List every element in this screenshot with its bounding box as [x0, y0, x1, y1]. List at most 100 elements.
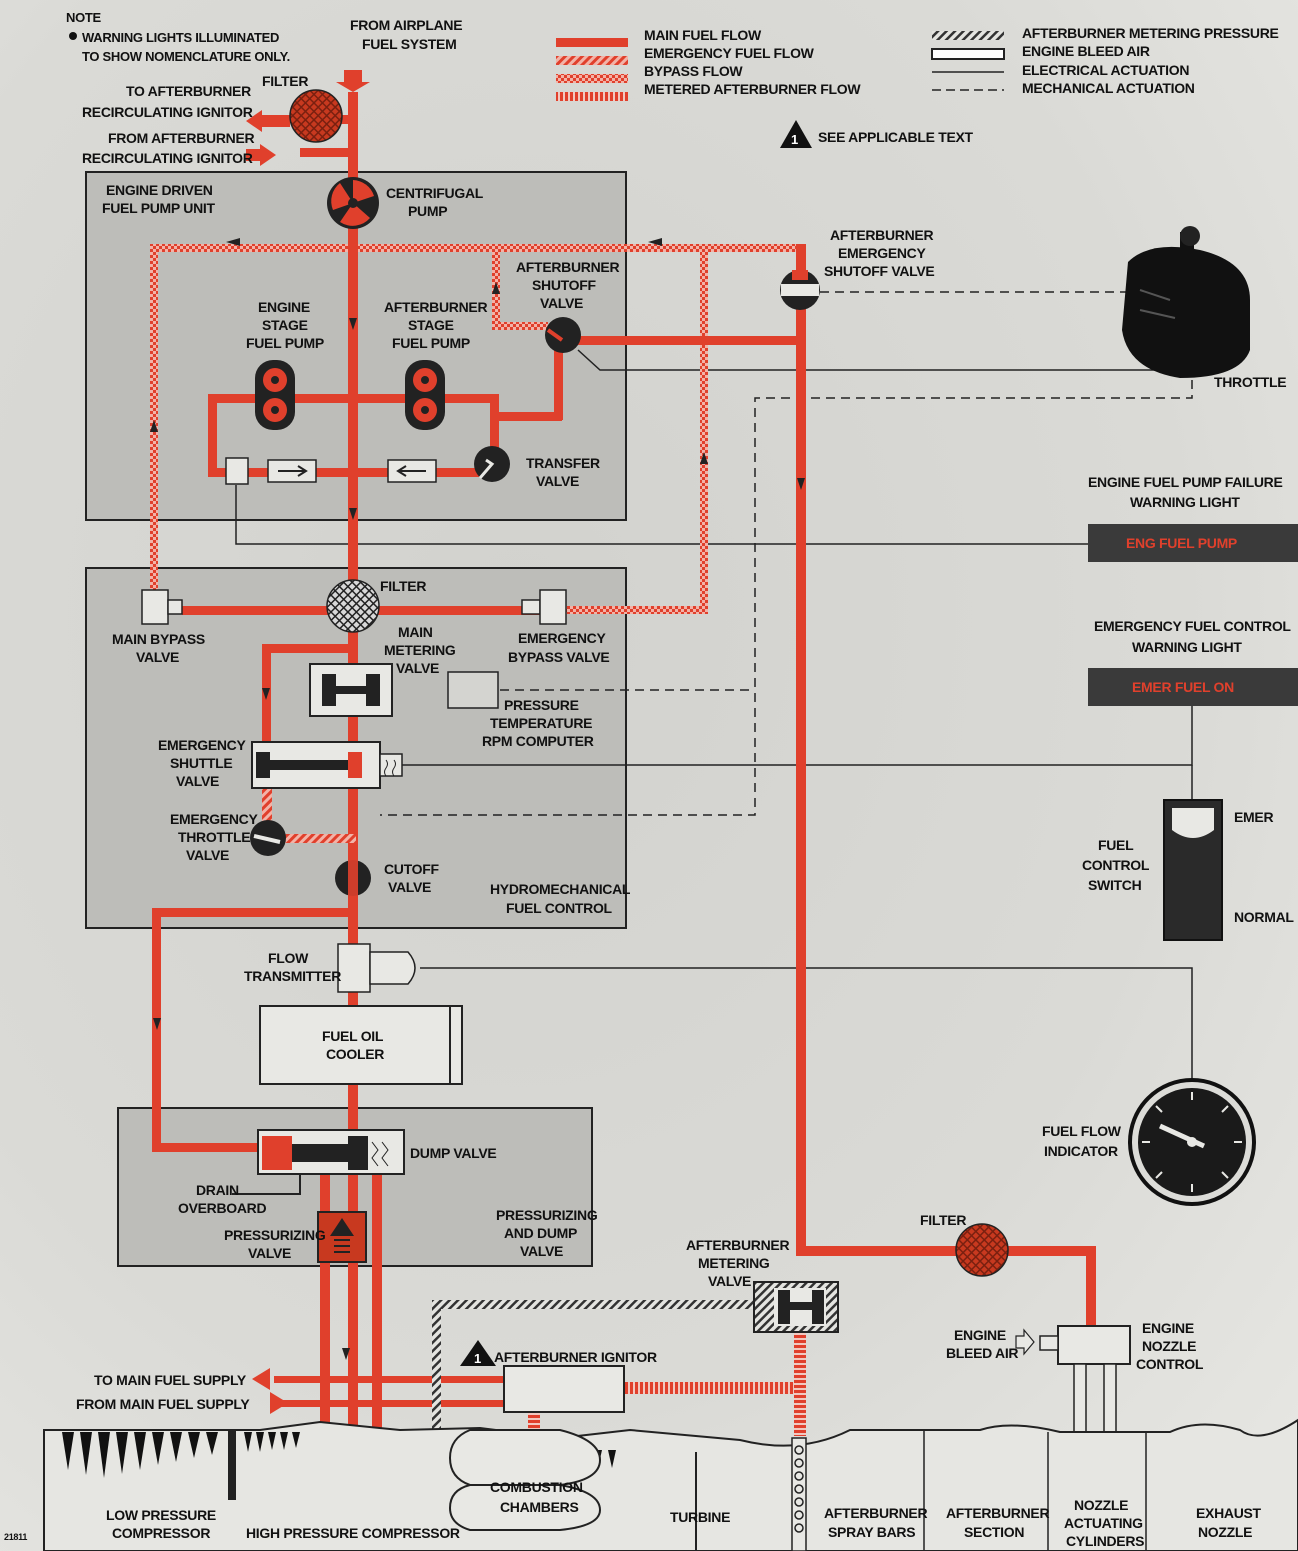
ab-stage-label-2: STAGE — [408, 317, 454, 333]
cutoff-label-2: VALVE — [388, 879, 431, 895]
legend-metered-ab-flow: METERED AFTERBURNER FLOW — [644, 81, 861, 97]
transfer-label-2: VALVE — [536, 473, 579, 489]
main-metering-label-3: VALVE — [396, 660, 439, 676]
pressure-switch — [226, 458, 248, 484]
ptr-label-3: RPM COMPUTER — [482, 733, 594, 749]
see-applicable-text: SEE APPLICABLE TEXT — [818, 129, 974, 145]
flow-tx-label: FLOW — [268, 950, 309, 966]
eng-pump-fail-label-2: WARNING LIGHT — [1130, 494, 1240, 510]
fcs-label-3: SWITCH — [1088, 877, 1142, 893]
engine-stage-label-2: STAGE — [262, 317, 308, 333]
figure-number: 21811 — [4, 1532, 27, 1542]
afterburner-stage-fuel-pump — [405, 360, 445, 430]
throttle-label: THROTTLE — [1214, 374, 1286, 390]
ab-metering-label-3: VALVE — [708, 1273, 751, 1289]
filter-right-label: FILTER — [920, 1212, 966, 1228]
emer-fc-label-2: WARNING LIGHT — [1132, 639, 1242, 655]
to-main-label: TO MAIN FUEL SUPPLY — [94, 1372, 247, 1388]
nozzle-act-label: NOZZLE — [1074, 1497, 1128, 1513]
legend-main-fuel-flow: MAIN FUEL FLOW — [644, 27, 762, 43]
engine-stage-label: ENGINE — [258, 299, 310, 315]
edp-label: ENGINE DRIVEN — [106, 182, 213, 198]
centrifugal-label-2: PUMP — [408, 203, 447, 219]
nozzle-ctrl-label-2: NOZZLE — [1142, 1338, 1196, 1354]
fcs-label: FUEL — [1098, 837, 1134, 853]
emer-throttle-label-2: THROTTLE — [178, 829, 250, 845]
ab-spray-label: AFTERBURNER — [824, 1505, 927, 1521]
dump-valve-label: DUMP VALVE — [410, 1145, 496, 1161]
edp-label-2: FUEL PUMP UNIT — [102, 200, 215, 216]
emer-fuel-on-light: EMER FUEL ON — [1132, 679, 1234, 695]
hmfc-label: HYDROMECHANICAL — [490, 881, 631, 897]
ab-stage-label: AFTERBURNER — [384, 299, 487, 315]
ab-metering-label: AFTERBURNER — [686, 1237, 789, 1253]
to-recirc-arrow — [246, 110, 290, 132]
emergency-shuttle-valve — [252, 742, 402, 788]
centrifugal-label: CENTRIFUGAL — [386, 185, 484, 201]
to-ab-recirc-label: TO AFTERBURNER — [126, 83, 251, 99]
pressurizing-label: PRESSURIZING — [224, 1227, 326, 1243]
ab-section-label: AFTERBURNER — [946, 1505, 1049, 1521]
engine-stage-fuel-pump — [255, 360, 295, 430]
fcs-label-2: CONTROL — [1082, 857, 1150, 873]
inlet-arrow — [336, 70, 370, 92]
fuel-oil-cooler — [260, 1006, 462, 1084]
nozzle-ctrl-label: ENGINE — [1142, 1320, 1194, 1336]
emer-shuttle-label: EMERGENCY — [158, 737, 246, 753]
hmfc-label-2: FUEL CONTROL — [506, 900, 613, 916]
from-main-label: FROM MAIN FUEL SUPPLY — [76, 1396, 250, 1412]
turbine-label: TURBINE — [670, 1509, 730, 1525]
pd-valve-label-2: AND DUMP — [504, 1225, 577, 1241]
ab-stage-label-3: FUEL PUMP — [392, 335, 470, 351]
to-ab-recirc-label-2: RECIRCULATING IGNITOR — [82, 104, 253, 120]
emer-shuttle-label-2: SHUTTLE — [170, 755, 232, 771]
from-airplane-label: FROM AIRPLANE — [350, 17, 462, 33]
see-text-number: 1 — [791, 132, 798, 147]
afterburner-ignitor — [504, 1366, 624, 1412]
nozzle-act-label-2: ACTUATING — [1064, 1515, 1143, 1531]
ab-ignitor-label: AFTERBURNER IGNITOR — [494, 1349, 657, 1365]
ab-spray-label-2: SPRAY BARS — [828, 1524, 915, 1540]
flow-tx-label-2: TRANSMITTER — [244, 968, 341, 984]
legend-emergency-fuel-flow: EMERGENCY FUEL FLOW — [644, 45, 815, 61]
engine-bleed-label-2: BLEED AIR — [946, 1345, 1018, 1361]
ab-emer-shutoff-label-3: SHUTOFF VALVE — [824, 263, 934, 279]
pressurizing-label-2: VALVE — [248, 1245, 291, 1261]
fuel-oil-label-2: COOLER — [326, 1046, 384, 1062]
engine-bleed-label: ENGINE — [954, 1327, 1006, 1343]
engine-cross-section — [44, 1420, 1298, 1551]
fuel-oil-label: FUEL OIL — [322, 1028, 384, 1044]
legend-engine-bleed-air: ENGINE BLEED AIR — [1022, 43, 1150, 59]
fuel-control-switch[interactable] — [1164, 800, 1222, 940]
afterburner-metering-valve — [754, 1282, 838, 1332]
switch-emer-label: EMER — [1234, 809, 1273, 825]
ptr-label-2: TEMPERATURE — [490, 715, 592, 731]
nozzle-ctrl-label-3: CONTROL — [1136, 1356, 1204, 1372]
filter-top-label: FILTER — [262, 73, 308, 89]
throttle-quadrant — [1122, 226, 1250, 378]
ab-shutoff-label-3: VALVE — [540, 295, 583, 311]
legend-bypass-flow: BYPASS FLOW — [644, 63, 743, 79]
switch-normal-label: NORMAL — [1234, 909, 1294, 925]
exhaust-label: EXHAUST — [1196, 1505, 1262, 1521]
cutoff-label: CUTOFF — [384, 861, 439, 877]
emer-fc-label: EMERGENCY FUEL CONTROL — [1094, 618, 1291, 634]
afterburner-emergency-shutoff-valve — [780, 270, 820, 310]
engine-stage-label-3: FUEL PUMP — [246, 335, 324, 351]
from-ab-recirc-label-2: RECIRCULATING IGNITOR — [82, 150, 253, 166]
ptr-label: PRESSURE — [504, 697, 579, 713]
eng-fuel-pump-light: ENG FUEL PUMP — [1126, 535, 1237, 551]
check-valve-left — [268, 460, 316, 482]
legend-ab-metering-pressure: AFTERBURNER METERING PRESSURE — [1022, 25, 1279, 41]
note-title: NOTE — [66, 10, 102, 25]
from-main-arrow — [270, 1392, 288, 1414]
metered-ab-flow-h — [624, 1382, 800, 1394]
transfer-valve — [474, 446, 510, 482]
legend-electrical-actuation: ELECTRICAL ACTUATION — [1022, 62, 1189, 78]
pd-valve-label: PRESSURIZING — [496, 1207, 598, 1223]
fuel-flow-indicator — [1130, 1080, 1254, 1204]
ffi-label: FUEL FLOW — [1042, 1123, 1122, 1139]
note-line1: WARNING LIGHTS ILLUMINATED — [82, 30, 279, 45]
